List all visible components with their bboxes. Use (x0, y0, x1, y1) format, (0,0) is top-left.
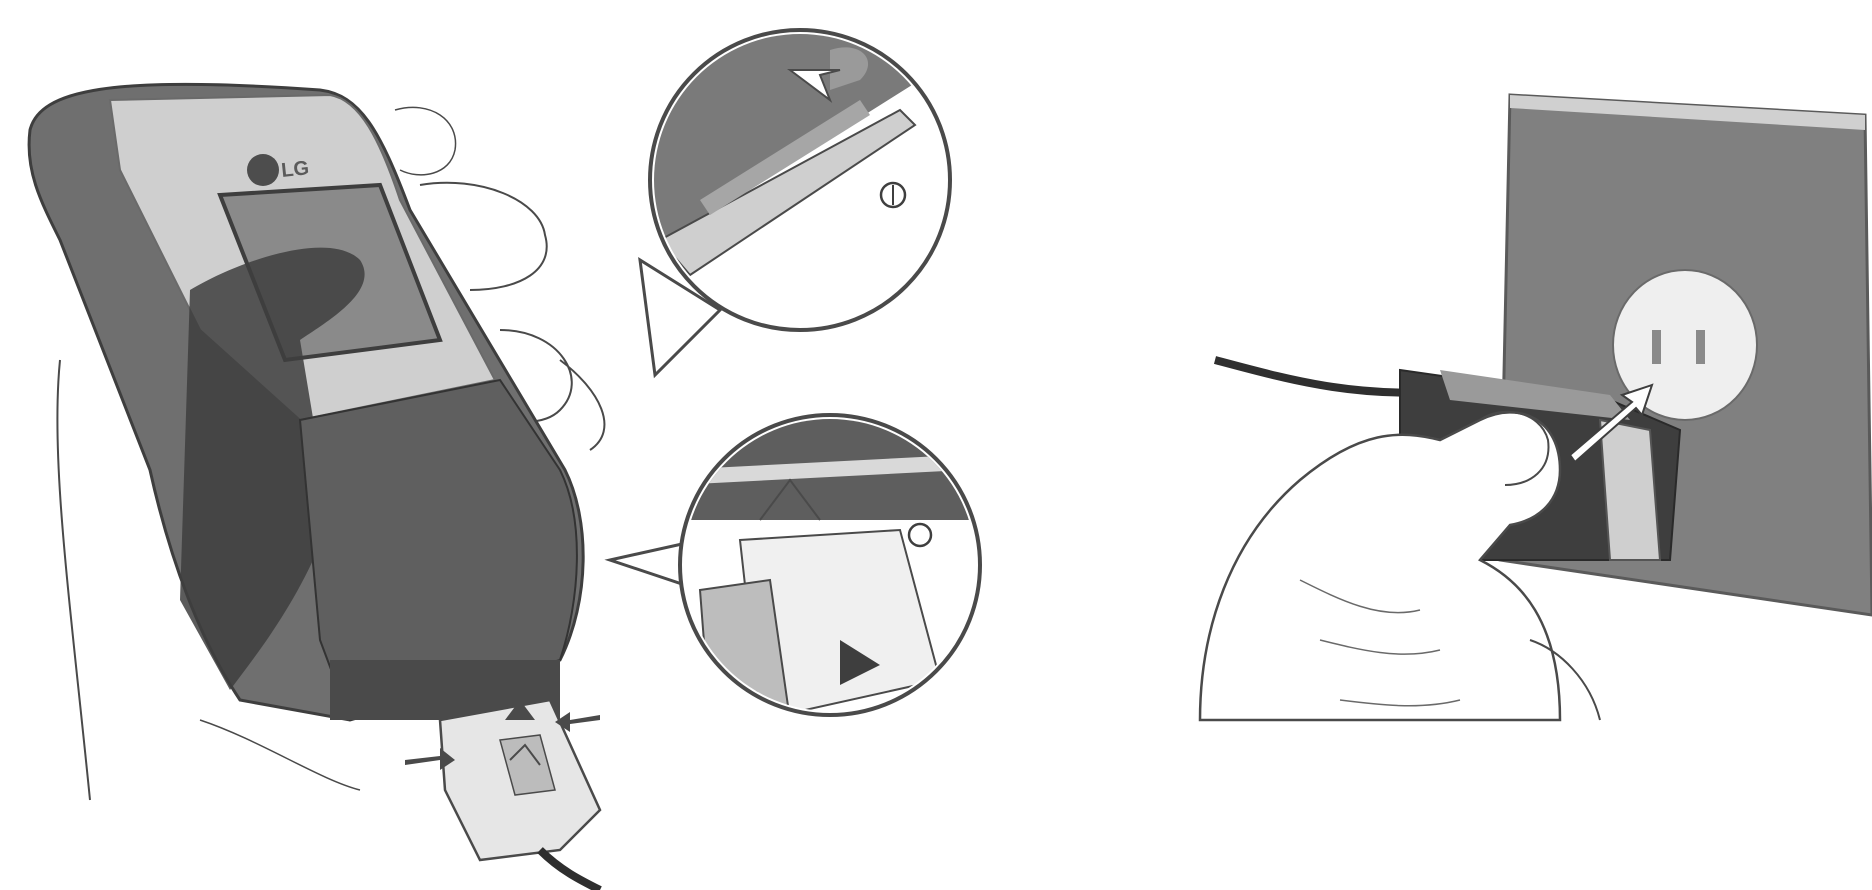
left-scene: LG (29, 20, 1000, 890)
right-scene (1200, 95, 1872, 720)
callout-detail-1: ① (630, 20, 950, 375)
lg-logo: LG (280, 157, 310, 182)
connector-icon (440, 700, 600, 890)
phone-icon: LG (29, 84, 583, 720)
callout-detail-2: ② (610, 400, 1000, 720)
